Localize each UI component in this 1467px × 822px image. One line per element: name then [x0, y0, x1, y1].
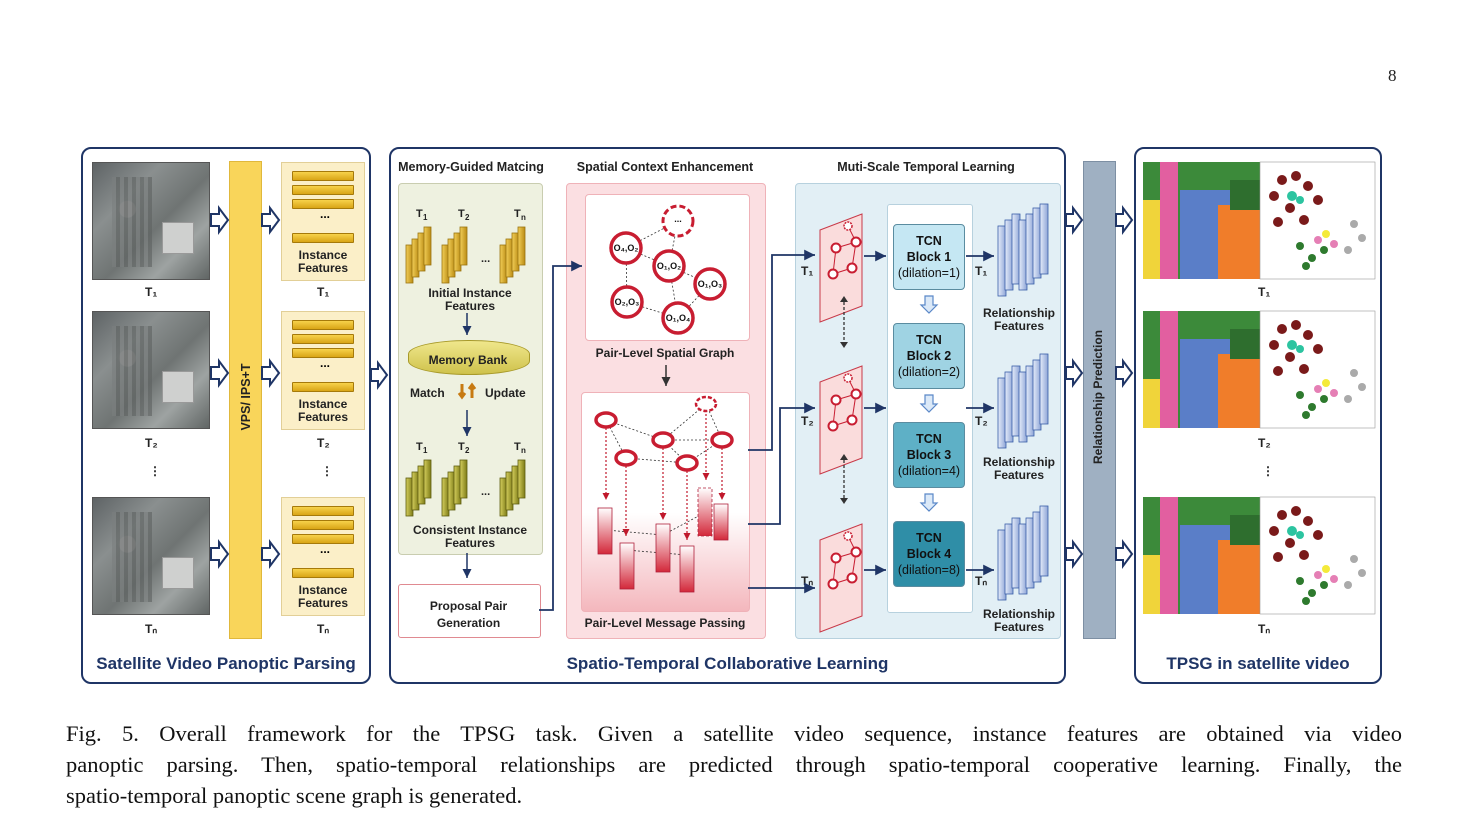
svg-text:T: T [416, 208, 423, 220]
svg-text:O₁,O₂: O₁,O₂ [657, 261, 681, 271]
relationship-prediction-bar [1083, 161, 1116, 639]
svg-text:O₁,O₃: O₁,O₃ [698, 279, 722, 289]
temporal-t1: T₁ [801, 264, 814, 278]
rel-t1: T₁ [975, 264, 988, 278]
result-t2: T₂ [1258, 436, 1271, 450]
frame-label-tn: Tₙ [145, 622, 158, 636]
instance-features-tn: ... Instance Features [281, 497, 365, 616]
rel-features-1: Relationship Features [982, 306, 1055, 333]
proposal-box [398, 584, 541, 638]
svg-text:O₁,O₄: O₁,O₄ [666, 313, 691, 323]
memory-bank-label: Memory Bank [428, 353, 508, 367]
consistent-features-label: Consistent Instance Features [412, 523, 528, 550]
svg-text:T: T [458, 441, 465, 453]
result-t1: T₁ [1258, 285, 1271, 299]
spatial-graph: O₄,O₂ O₁,O₂ O₁,O₃ O₂,O₃ O₁,O₄ ... [609, 204, 727, 335]
tpsg-title: TPSG in satellite video [1166, 654, 1350, 673]
svg-text:T: T [416, 441, 423, 453]
frame-label-t2: T₂ [145, 436, 158, 450]
svg-text:1: 1 [423, 446, 428, 455]
svg-text:2: 2 [465, 213, 470, 222]
vps-bar [229, 161, 262, 639]
hollow-arrows [210, 205, 1134, 569]
figure-caption: Fig. 5. Overall framework for the TPSG t… [66, 718, 1402, 811]
st-learning-title: Spatio-Temporal Collaborative Learning [566, 654, 889, 673]
consistent-feature-stacks [405, 459, 526, 517]
caption-line-3: spatio-temporal panoptic scene graph is … [66, 783, 523, 808]
instance-label-tn: Tₙ [317, 622, 330, 636]
rel-features-3: Relationship Features [982, 607, 1055, 634]
result-tn: Tₙ [1258, 622, 1271, 636]
memory-title: Memory-Guided Matcing [398, 160, 544, 174]
svg-text:O₄,O₂: O₄,O₂ [614, 243, 639, 253]
rel-features-2: Relationship Features [982, 455, 1055, 482]
instance-ellipsis: ⋮ [321, 464, 333, 478]
spatial-title: Spatial Context Enhancement [576, 160, 754, 174]
satellite-frame-t2 [92, 311, 210, 429]
initial-features-label: Initial Instance Features [428, 286, 512, 313]
frame-label-t1: T₁ [145, 285, 158, 299]
svg-text:n: n [521, 446, 526, 455]
spatial-graph-label: Pair-Level Spatial Graph [595, 346, 735, 360]
instance-label-t2: T₂ [317, 436, 330, 450]
svg-text:n: n [521, 213, 526, 222]
match-label: Match [410, 386, 445, 400]
temporal-graph-cards [819, 213, 863, 633]
tpsg-panel [1134, 147, 1382, 684]
svg-text:...: ... [481, 253, 490, 265]
st-learning-panel [389, 147, 1066, 684]
panoptic-parsing-panel [81, 147, 371, 684]
page-number: 8 [1388, 66, 1397, 85]
message-passing-label: Pair-Level Message Passing [584, 616, 746, 630]
caption-line-1: Fig. 5. Overall framework for the TPSG t… [66, 721, 1402, 746]
rel-t2: T₂ [975, 414, 988, 428]
instance-features-t1: ... Instance Features [281, 162, 365, 281]
proposal-label: Proposal Pair Generation [429, 599, 508, 630]
panoptic-parsing-title: Satellite Video Panoptic Parsing [96, 654, 356, 673]
message-passing-graph [594, 395, 734, 593]
instance-label-t1: T₁ [317, 285, 330, 299]
message-passing-box [581, 392, 750, 612]
svg-text:...: ... [674, 214, 682, 224]
satellite-frame-tn [92, 497, 210, 615]
satellite-frame-t1 [92, 162, 210, 280]
svg-text:2: 2 [465, 446, 470, 455]
svg-text:T: T [514, 208, 521, 220]
tpsg-results [1143, 161, 1376, 615]
svg-text:1: 1 [423, 213, 428, 222]
svg-text:T: T [514, 441, 521, 453]
match-update-icon [457, 382, 477, 400]
svg-text:T: T [458, 208, 465, 220]
temporal-t2: T₂ [801, 414, 814, 428]
svg-text:O₂,O₃: O₂,O₃ [615, 297, 640, 307]
svg-text:...: ... [481, 486, 490, 498]
result-ellipsis: ⋮ [1262, 464, 1274, 478]
relationship-feature-stacks [997, 203, 1049, 601]
initial-feature-stacks [405, 226, 526, 284]
rel-tn: Tₙ [975, 574, 988, 588]
memory-bank [408, 340, 530, 375]
caption-line-2: panoptic parsing. Then, spatio-temporal … [66, 752, 1402, 777]
frame-ellipsis: ⋮ [149, 464, 161, 478]
instance-features-t2: ... Instance Features [281, 311, 365, 430]
temporal-title: Muti-Scale Temporal Learning [837, 160, 1015, 174]
update-label: Update [485, 386, 526, 400]
